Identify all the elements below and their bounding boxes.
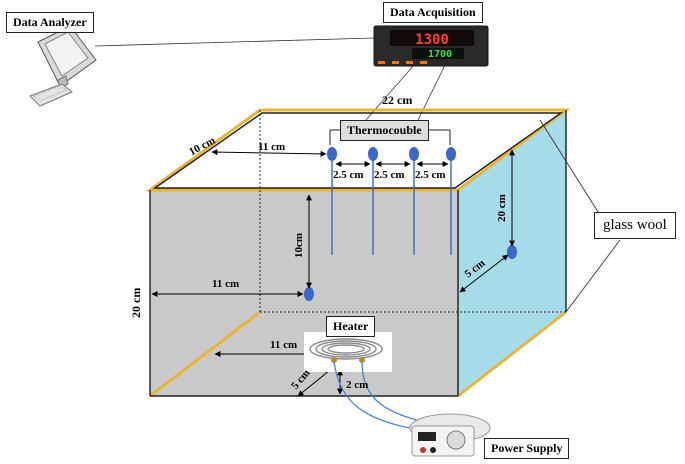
label-thermocouple: Thermocouble	[340, 120, 429, 141]
dim-spacing-3: 2.5 cm	[415, 169, 446, 181]
label-heater: Heater	[326, 316, 376, 337]
glass-wool-leader-1	[539, 119, 601, 216]
analyzer-to-daq-line	[94, 37, 375, 47]
power-cable-1	[333, 361, 421, 431]
heater-coil	[309, 338, 383, 360]
dim-spacing-2: 2.5 cm	[374, 169, 405, 181]
label-data-analyzer: Data Analyzer	[6, 12, 94, 33]
arrow-right-offset	[459, 254, 509, 293]
computer-icon	[29, 25, 97, 107]
sensor-right	[507, 245, 517, 259]
dim-top-offset: 11 cm	[258, 141, 285, 153]
daq-top-value: 1300	[415, 32, 449, 48]
hidden-edges	[259, 110, 566, 313]
thermocouple-probes	[331, 158, 452, 255]
heater-terminals	[331, 357, 365, 363]
label-data-acquisition: Data Acquisition	[383, 2, 483, 23]
thermocouple-sensors	[304, 147, 517, 301]
dim-top-width-gap: 22 cm	[382, 93, 412, 107]
dim-front-offset: 11 cm	[212, 278, 239, 290]
dim-left-height: 20 cm	[129, 288, 143, 318]
arrow-top-offset	[211, 149, 327, 157]
sensor-4	[446, 147, 456, 161]
sensor-3	[409, 147, 419, 161]
power-cable-2	[361, 361, 426, 423]
label-power-supply: Power Supply	[484, 438, 570, 459]
sensor-1	[327, 147, 337, 161]
dimension-arrows	[151, 149, 515, 397]
dim-right-height: 20 cm	[496, 194, 508, 222]
daq-to-thermocouple-line-2	[417, 64, 446, 121]
sensor-front	[304, 287, 314, 301]
power-supply-device	[409, 413, 491, 457]
daq-bottom-value: 1700	[428, 49, 452, 60]
dim-heater-height: 2 cm	[346, 379, 368, 391]
dim-spacing-1: 2.5 cm	[333, 169, 364, 181]
label-glass-wool: glass wool	[594, 212, 676, 239]
dim-front-height-offset: 10cm	[293, 233, 305, 258]
glass-wool-leader-2	[565, 239, 621, 313]
daq-device: 1300 1700	[373, 25, 489, 67]
dim-heater-offset: 11 cm	[270, 339, 297, 351]
sensor-2	[368, 147, 378, 161]
